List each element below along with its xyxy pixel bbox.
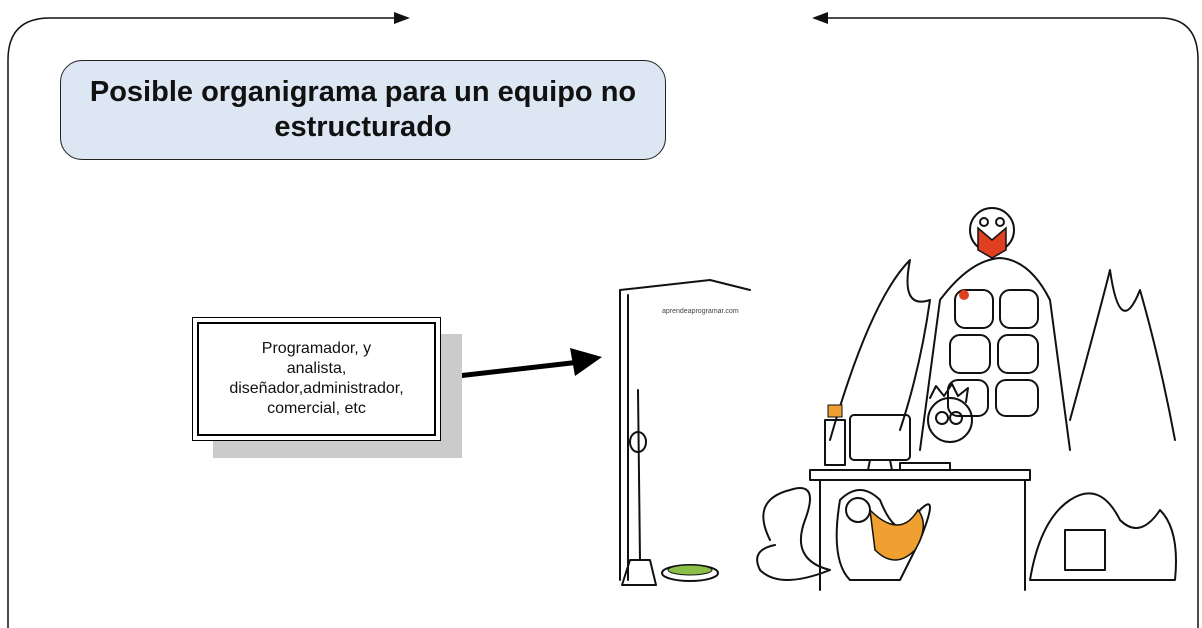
throne — [919, 257, 1071, 451]
cables — [756, 487, 831, 581]
desk-leg — [819, 479, 1026, 591]
connector-arrowhead-icon — [570, 348, 602, 376]
throne-panel — [997, 334, 1039, 374]
programmer-hair — [929, 383, 969, 403]
head-under-desk-icon — [845, 497, 871, 523]
title-box: Posible organigrama para un equipo no es… — [60, 60, 666, 160]
monitor-icon — [849, 414, 911, 461]
junk-pile — [1029, 492, 1177, 581]
throne-panel — [954, 289, 994, 329]
programmer-head-icon — [927, 397, 973, 443]
person-orange-shirt — [868, 507, 924, 561]
frame-left-top-line — [7, 17, 402, 628]
arrow-right-icon — [394, 12, 410, 24]
plant-green-icon — [667, 564, 713, 576]
arrow-left-icon — [812, 12, 828, 24]
throne-panel — [999, 289, 1039, 329]
page-title: Posible organigrama para un equipo no es… — [89, 76, 637, 143]
owl-eye — [995, 217, 1005, 227]
red-sticker-icon — [959, 290, 969, 300]
note-text: Programador, y analista, diseñador,admin… — [229, 340, 404, 417]
person-under-desk — [835, 489, 931, 581]
door-frame — [619, 279, 751, 581]
throne-backdrop-left — [829, 259, 931, 441]
frame-right-top-line — [825, 17, 1199, 628]
hand-on-broom-icon — [629, 431, 647, 453]
note-box: Programador, y analista, diseñador,admin… — [192, 317, 441, 441]
throne-backdrop-right — [1069, 269, 1176, 441]
throne-panel — [995, 379, 1039, 417]
programmer-eye — [935, 411, 949, 425]
programmer-eye — [949, 411, 963, 425]
website-label: aprendeaprogramar.com — [662, 308, 739, 315]
book-icon — [977, 226, 1007, 259]
junk-box — [1064, 529, 1106, 571]
note-inner-border: Programador, y analista, diseñador,admin… — [197, 322, 436, 436]
orange-cup-icon — [827, 404, 843, 418]
keyboard-icon — [899, 462, 951, 471]
monitor-stand — [867, 459, 893, 471]
broom-icon — [621, 389, 657, 586]
throne-panel — [949, 334, 991, 374]
connector-line — [439, 359, 581, 381]
cartoon-illustration — [619, 207, 1177, 591]
owl-eye — [979, 217, 989, 227]
desk — [809, 469, 1031, 481]
cup-stack-icon — [824, 419, 846, 466]
